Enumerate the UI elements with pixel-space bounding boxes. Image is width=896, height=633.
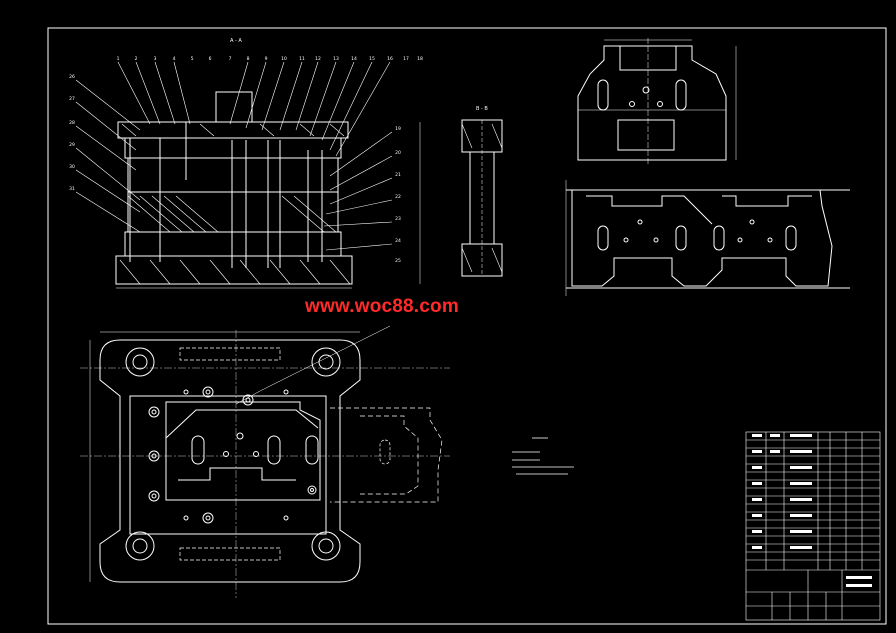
part-number-top-18: 18 xyxy=(417,56,423,62)
technical-notes xyxy=(512,437,574,475)
part-number-top-15: 15 xyxy=(369,56,375,62)
part-number-top-8: 8 xyxy=(247,56,250,62)
part-number-left-31: 31 xyxy=(69,186,75,192)
part-number-left-29: 29 xyxy=(69,142,75,148)
part-number-top-11: 11 xyxy=(299,56,305,62)
part-number-top-10: 10 xyxy=(281,56,287,62)
strip-layout-view xyxy=(565,180,850,296)
part-number-right-23: 23 xyxy=(395,216,401,222)
part-number-right-24: 24 xyxy=(395,238,401,244)
part-number-top-14: 14 xyxy=(351,56,357,62)
main-section-view xyxy=(75,61,421,289)
part-number-right-19: 19 xyxy=(395,126,401,132)
part-number-top-2: 2 xyxy=(135,56,138,62)
part-number-top-3: 3 xyxy=(154,56,157,62)
side-section-label: B - B xyxy=(476,106,488,112)
part-number-top-16: 16 xyxy=(387,56,393,62)
part-number-top-7: 7 xyxy=(229,56,232,62)
part-number-top-4: 4 xyxy=(173,56,176,62)
side-section-view xyxy=(461,119,503,277)
part-number-top-13: 13 xyxy=(333,56,339,62)
watermark-text: www.woc88.com xyxy=(305,296,459,317)
part-front-view xyxy=(577,38,737,166)
part-number-right-25: 25 xyxy=(395,258,401,264)
illegible-annotations xyxy=(752,434,872,587)
part-number-left-26: 26 xyxy=(69,74,75,80)
sheet-frame xyxy=(47,27,887,625)
part-number-right-22: 22 xyxy=(395,194,401,200)
title-block xyxy=(745,431,881,621)
plan-view xyxy=(80,325,450,598)
part-number-top-9: 9 xyxy=(265,56,268,62)
part-number-left-27: 27 xyxy=(69,96,75,102)
part-number-left-28: 28 xyxy=(69,120,75,126)
part-number-right-21: 21 xyxy=(395,172,401,178)
part-number-top-1: 1 xyxy=(117,56,120,62)
part-number-top-6: 6 xyxy=(209,56,212,62)
section-label: A - A xyxy=(230,38,242,44)
part-number-top-17: 17 xyxy=(403,56,409,62)
part-number-top-5: 5 xyxy=(191,56,194,62)
part-number-right-20: 20 xyxy=(395,150,401,156)
part-number-top-12: 12 xyxy=(315,56,321,62)
part-number-left-30: 30 xyxy=(69,164,75,170)
